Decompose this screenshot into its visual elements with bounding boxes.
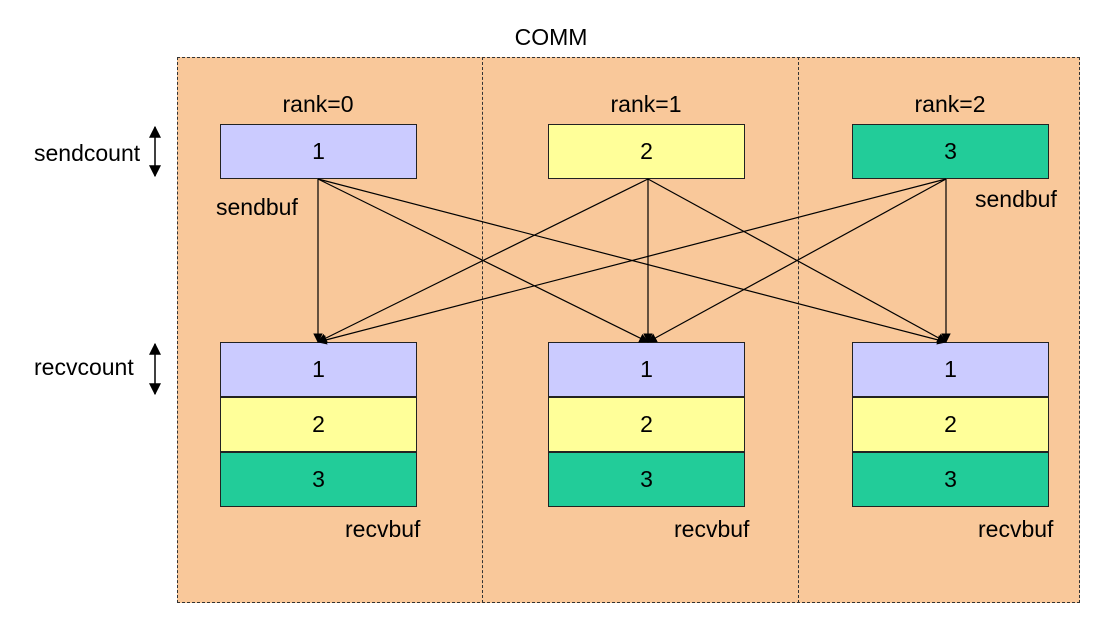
transfer-arrow: [317, 178, 947, 345]
recvbuf-label: recvbuf: [674, 516, 750, 542]
sendbuf-cell: 2: [548, 124, 745, 179]
rank-label: rank=1: [610, 91, 682, 117]
rank-label: rank=2: [914, 91, 986, 117]
recvbuf-cell: 1: [220, 342, 417, 397]
recvbuf-cell: 2: [852, 397, 1049, 452]
recvbuf-cell: 3: [852, 452, 1049, 507]
rank-divider: [482, 57, 483, 603]
recvbuf-cell: 1: [852, 342, 1049, 397]
recvbuf-label: recvbuf: [345, 516, 421, 542]
rank-divider: [798, 57, 799, 603]
recvcount-label: recvcount: [34, 354, 134, 380]
transfer-arrow: [317, 178, 649, 343]
recvbuf-label: recvbuf: [978, 516, 1054, 542]
transfer-arrow: [647, 178, 947, 343]
rank-label: rank=0: [282, 91, 354, 117]
recvbuf-cell: 3: [220, 452, 417, 507]
sendbuf-label: sendbuf: [975, 186, 1057, 212]
sendbuf-cell: 1: [220, 124, 417, 179]
sendbuf-cell: 3: [852, 124, 1049, 179]
recvbuf-cell: 2: [548, 397, 745, 452]
recvbuf-cell: 3: [548, 452, 745, 507]
sendbuf-label: sendbuf: [216, 194, 298, 220]
recvbuf-cell: 2: [220, 397, 417, 452]
comm-title: COMM: [514, 24, 588, 50]
recvbuf-cell: 1: [548, 342, 745, 397]
sendcount-label: sendcount: [34, 140, 141, 166]
